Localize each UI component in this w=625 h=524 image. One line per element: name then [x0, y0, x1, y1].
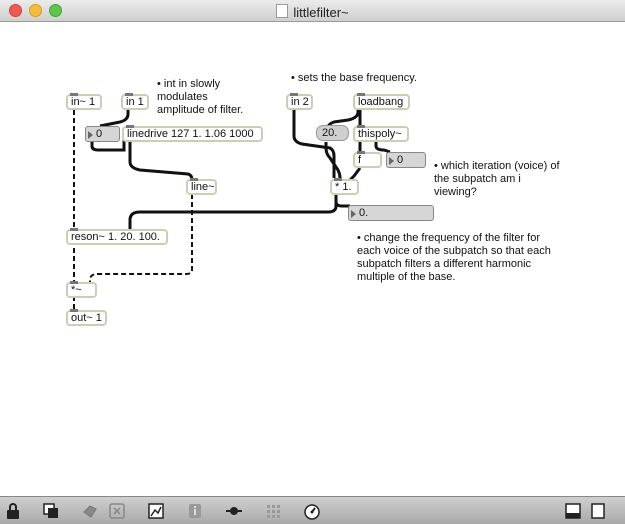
debug-icon[interactable] [147, 502, 165, 520]
cord-in2-mult[interactable] [292, 102, 336, 178]
grid-icon[interactable] [264, 502, 282, 520]
window-title: littlefilter~ [0, 4, 625, 20]
cord-linedrive-line[interactable] [128, 142, 194, 181]
comment-line: each voice of the subpatch so that each [357, 245, 551, 257]
tempo-icon[interactable] [303, 502, 321, 520]
comment-line: • int in slowly [157, 78, 221, 90]
close-window-button[interactable] [9, 4, 22, 17]
voice-number-box[interactable]: 0 [386, 152, 426, 168]
comment-change-frequency: • change the frequency of the filter for… [357, 232, 551, 284]
title-bar: littlefilter~ [0, 0, 625, 22]
in-tilde-1-object[interactable]: in~ 1 [66, 93, 102, 110]
loadbang-object[interactable]: loadbang [353, 93, 410, 110]
comment-line: the subpatch am i [434, 173, 521, 185]
signal-cord-line-mult[interactable] [89, 194, 193, 282]
lock-icon[interactable] [4, 502, 22, 520]
thispoly-object[interactable]: thispoly~ [353, 125, 409, 142]
minimize-window-button[interactable] [29, 4, 42, 17]
window-title-text: littlefilter~ [293, 5, 349, 20]
cord-msg-mult[interactable] [324, 142, 342, 179]
cord-mult-number[interactable] [334, 194, 350, 208]
cord-in1-number[interactable] [99, 102, 130, 128]
f-object[interactable]: f [353, 151, 382, 168]
zoom-window-button[interactable] [49, 4, 62, 17]
comment-line: subpatch filters a different harmonic [357, 258, 532, 270]
in-1-object[interactable]: in 1 [121, 93, 149, 110]
slider-icon[interactable] [225, 502, 243, 520]
linedrive-input-number-box[interactable]: 0 [85, 126, 120, 142]
comment-int-slowly: • int in slowly modulates amplitude of f… [157, 78, 243, 117]
comment-line: viewing? [434, 186, 477, 198]
comment-line: modulates [157, 91, 208, 103]
hand-icon[interactable] [81, 502, 99, 520]
bottom-toolbar [0, 496, 625, 524]
line-tilde-object[interactable]: line~ [186, 178, 217, 195]
comment-line: amplitude of filter. [157, 104, 244, 116]
patch-cords [73, 102, 391, 312]
result-float-number-box[interactable]: 0. [348, 205, 434, 221]
cord-number-linedrive[interactable] [90, 128, 126, 152]
base-freq-message-box[interactable]: 20. [316, 125, 349, 141]
close-x-icon[interactable] [108, 502, 126, 520]
in-2-object[interactable]: in 2 [286, 93, 313, 110]
comment-which-iteration: • which iteration (voice) of the subpatc… [434, 160, 560, 199]
info-icon[interactable] [186, 502, 204, 520]
presentation-icon[interactable] [42, 502, 60, 520]
comment-line: • which iteration (voice) of [434, 160, 560, 172]
patcher-canvas[interactable]: in~ 1 in 1 0 linedrive 127 1. 1.06 1000 … [0, 22, 625, 496]
comment-line: multiple of the base. [357, 271, 456, 283]
presentation-view-icon[interactable] [589, 502, 607, 520]
document-icon [276, 4, 289, 18]
patcher-view-icon[interactable] [564, 502, 582, 520]
comment-line: • change the frequency of the filter for [357, 232, 541, 244]
comment-base-frequency: • sets the base frequency. [291, 72, 417, 84]
linedrive-object[interactable]: linedrive 127 1. 1.06 1000 [122, 125, 263, 142]
reson-object[interactable]: reson~ 1. 20. 100. [66, 228, 168, 245]
mult-tilde-object[interactable]: *~ [66, 281, 97, 298]
cord-thispoly-number[interactable] [374, 142, 391, 154]
mult-1-object[interactable]: * 1. [330, 178, 359, 195]
out-tilde-1-object[interactable]: out~ 1 [66, 309, 107, 326]
cord-mult-reson[interactable] [128, 194, 338, 236]
